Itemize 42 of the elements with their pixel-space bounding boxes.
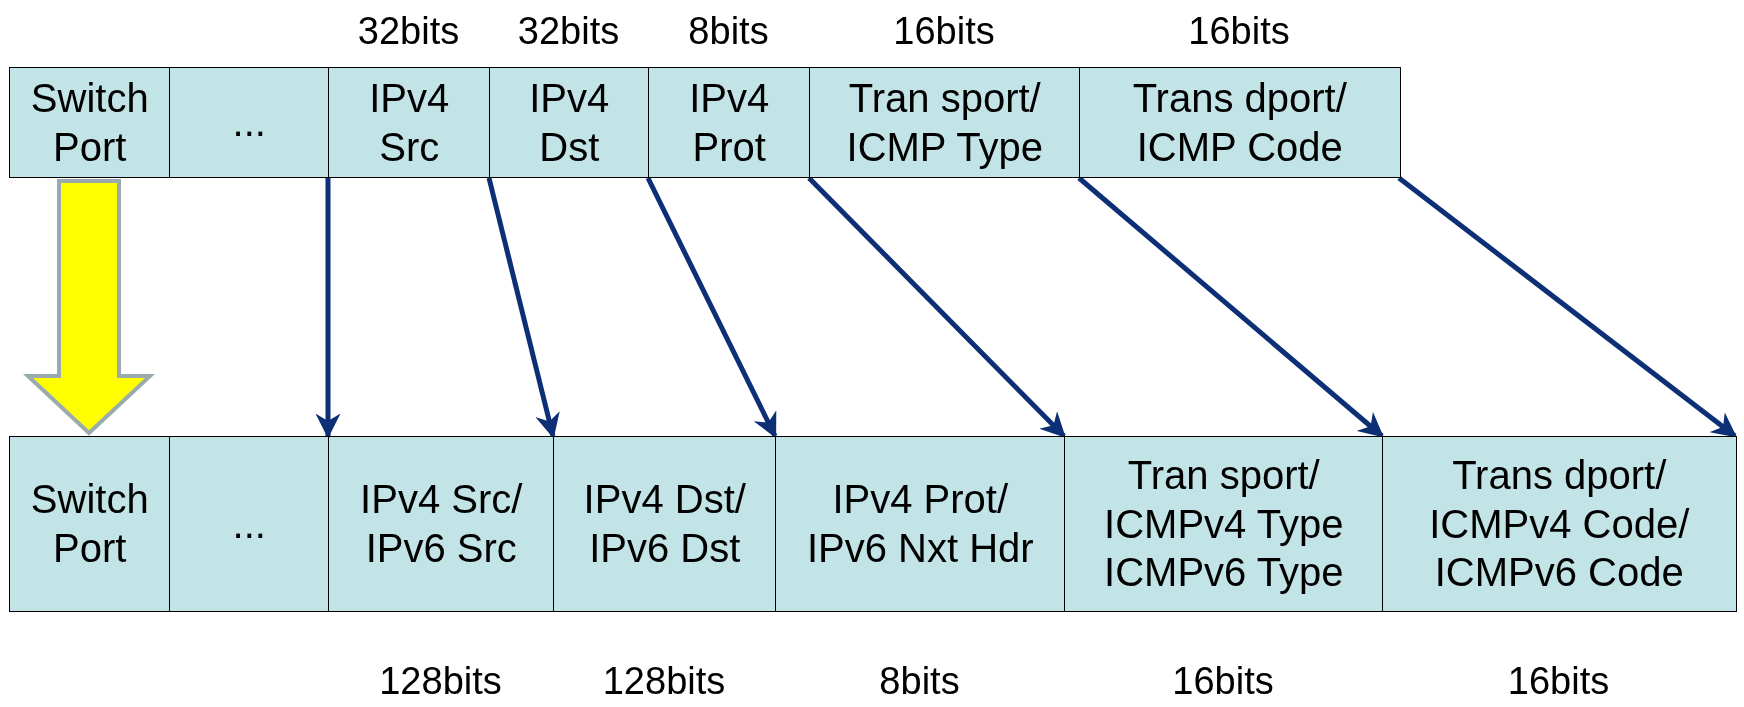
bit-width-label: 32bits [517,9,620,53]
bit-width-label: 128bits [602,659,726,703]
field-name: IPv4 Src/ IPv6 Src [359,476,524,572]
field-name: Switch Port [29,74,150,171]
arrow [807,176,1066,438]
field-cell [1079,67,1401,178]
bit-width-label: 8bits [879,659,960,703]
arrow [1077,176,1384,438]
field-name: IPv4 Src [368,74,451,171]
field-cell [1064,436,1384,612]
bit-width-label: 16bits [893,9,995,53]
field-name: ... [232,500,266,548]
field-name: IPv4 Prot [688,74,771,171]
field-name: IPv4 Dst/ IPv6 Dst [582,476,747,572]
field-name: IPv4 Dst [528,74,611,171]
field-cell [169,436,330,612]
field-cell [553,436,777,612]
bit-width-label: 8bits [688,9,769,53]
field-name: Trans dport/ ICMP Code [1131,74,1348,171]
field-cell [809,67,1081,178]
field-cell [648,67,811,178]
bit-width-label: 32bits [357,9,460,53]
bit-width-label: 16bits [1188,9,1290,53]
field-cell [328,67,491,178]
field-name: IPv4 Prot/ IPv6 Nxt Hdr [805,476,1035,572]
field-cell [9,436,171,612]
field-name: Tran sport/ ICMP Type [845,74,1044,171]
field-cell [9,67,171,178]
bit-width-label: 16bits [1507,659,1610,703]
bit-width-label: 16bits [1172,659,1274,703]
field-cell [489,67,650,178]
block-arrow [22,179,156,436]
field-cell [169,67,330,178]
field-cell [1382,436,1737,612]
field-name: Switch Port [29,476,150,572]
field-cell [775,436,1066,612]
field-name: Trans dport/ ICMPv4 Code/ ICMPv6 Code [1428,451,1691,597]
field-name: ... [232,99,266,147]
bit-width-label: 128bits [379,659,502,703]
arrow [1397,176,1737,438]
field-cell [328,436,555,612]
field-name: Tran sport/ ICMPv4 Type ICMPv6 Type [1103,451,1345,597]
